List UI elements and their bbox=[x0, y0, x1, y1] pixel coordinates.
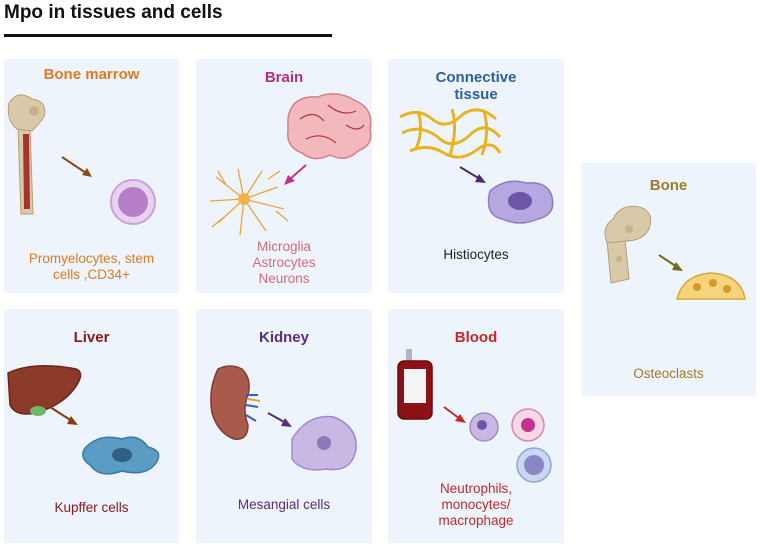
monocyte-cell-icon bbox=[511, 408, 545, 442]
panel-kidney: Kidney Mesangial cells bbox=[196, 309, 372, 543]
histiocyte-cell-icon bbox=[487, 180, 554, 224]
panel-label-liver: Kupffer cells bbox=[54, 500, 129, 515]
panel-label-brain: Microglia Astrocytes Neurons bbox=[252, 239, 316, 286]
arrow-icon bbox=[658, 254, 683, 271]
liver-illustration bbox=[7, 365, 160, 475]
astrocyte-icon bbox=[209, 168, 289, 236]
panel-title-brain: Brain bbox=[264, 69, 304, 86]
arrow-icon bbox=[459, 166, 486, 183]
bone-illustration bbox=[604, 205, 746, 300]
collagen-fibers-icon bbox=[399, 108, 502, 159]
arrow-icon bbox=[284, 164, 307, 185]
brain-icon bbox=[287, 93, 372, 160]
arrow-icon bbox=[443, 406, 466, 423]
panel-bone: Bone Osteoclasts bbox=[581, 163, 756, 396]
panel-title-liver: Liver bbox=[73, 329, 110, 346]
panel-label-blood: Neutrophils, monocytes/ macrophage bbox=[438, 481, 514, 528]
panel-title-bone: Bone bbox=[649, 177, 688, 194]
panel-title-bone-marrow: Bone marrow bbox=[43, 66, 140, 83]
blood-bag-icon bbox=[397, 349, 433, 420]
panel-label-connective-tissue: Histiocytes bbox=[443, 247, 509, 262]
panel-blood: Blood Neutrophils, monocytes/ macrophage bbox=[388, 309, 564, 543]
arrow-icon bbox=[61, 156, 92, 177]
panel-label-bone-marrow: Promyelocytes, stem cells ,CD34+ bbox=[28, 251, 155, 282]
blood-illustration bbox=[397, 349, 552, 483]
panel-liver: Liver Kupffer cells bbox=[4, 309, 179, 543]
panel-connective-tissue: Connective tissue Histiocytes bbox=[388, 59, 564, 293]
macrophage-cell-icon bbox=[516, 447, 552, 483]
panel-title-kidney: Kidney bbox=[258, 329, 309, 346]
bone-marrow-illustration bbox=[7, 94, 156, 225]
promyelocyte-cell-icon bbox=[110, 179, 156, 225]
osteoclast-cell-icon bbox=[676, 272, 746, 300]
panel-title-blood: Blood bbox=[454, 329, 498, 346]
connective-tissue-illustration bbox=[399, 108, 554, 224]
femur-icon bbox=[604, 205, 652, 284]
title-underline bbox=[4, 34, 332, 37]
panel-bone-marrow: Bone marrow Promyelocytes, stem cells ,C… bbox=[4, 59, 179, 293]
kidney-illustration bbox=[210, 365, 357, 471]
kidney-icon bbox=[210, 365, 261, 440]
liver-icon bbox=[7, 365, 82, 416]
mesangial-cell-icon bbox=[291, 415, 357, 471]
kupffer-cell-icon bbox=[82, 436, 160, 475]
panel-label-bone: Osteoclasts bbox=[633, 366, 704, 381]
page-title: Mpo in tissues and cells bbox=[4, 2, 223, 23]
brain-illustration bbox=[209, 93, 372, 236]
panel-label-kidney: Mesangial cells bbox=[237, 497, 331, 512]
panel-brain: Brain Microglia Astrocytes Neurons bbox=[196, 59, 372, 293]
bone-marrow-femur-icon bbox=[7, 94, 46, 215]
neutrophil-cell-icon bbox=[469, 412, 499, 442]
panel-title-connective-tissue: Connective tissue bbox=[435, 69, 517, 103]
arrow-icon bbox=[267, 412, 292, 427]
arrow-icon bbox=[49, 406, 78, 425]
